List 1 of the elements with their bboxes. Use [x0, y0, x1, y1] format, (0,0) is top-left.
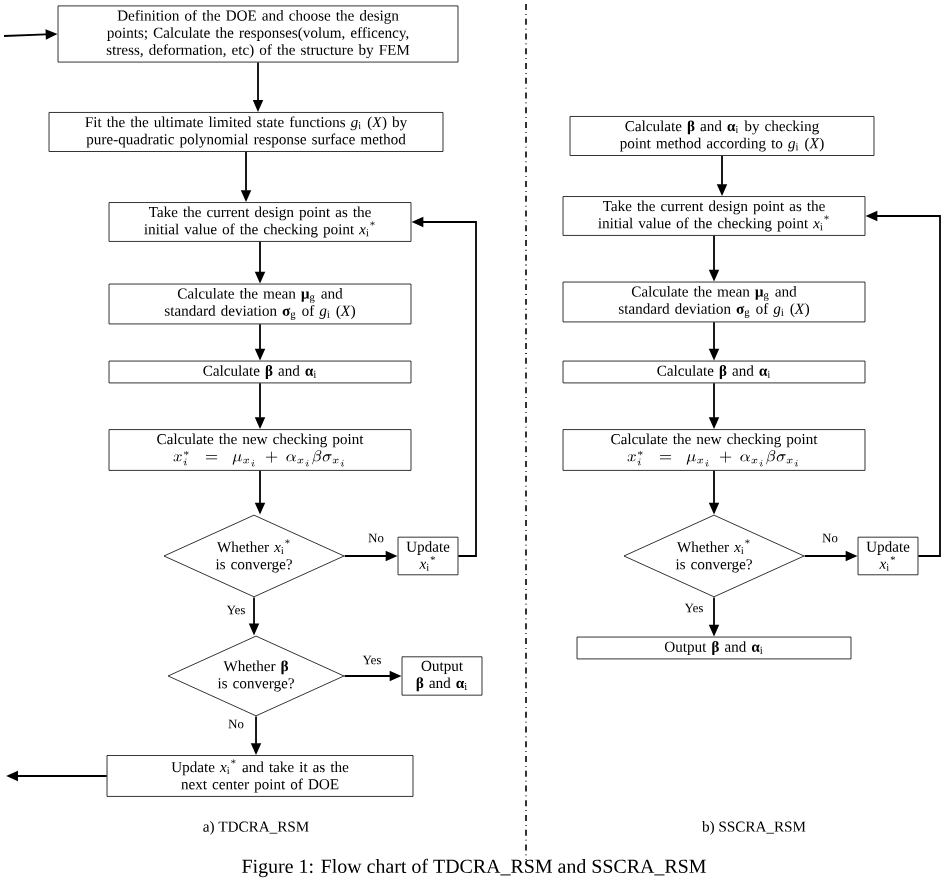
caption: Figure 1: Flow chart of TDCRA_RSM and SSCRA_RSM: [242, 858, 706, 878]
